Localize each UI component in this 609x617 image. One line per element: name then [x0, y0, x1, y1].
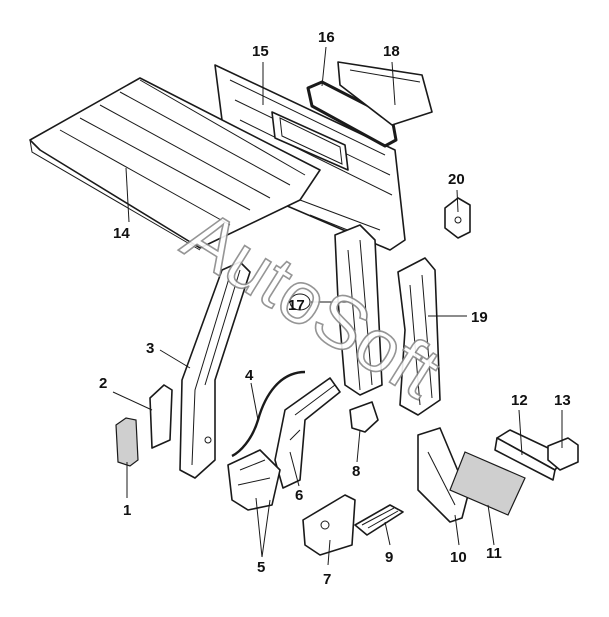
- bracket: [444, 197, 471, 239]
- callout-12: 12: [511, 392, 528, 409]
- callout-17: 17: [288, 297, 305, 314]
- callout-3: 3: [146, 340, 154, 357]
- mounting-plate: [449, 451, 526, 516]
- corner-bracket: [417, 427, 469, 523]
- lower-bracket: [227, 449, 281, 511]
- callout-10: 10: [450, 549, 467, 566]
- callout-11: 11: [486, 545, 502, 562]
- wheelhouse-arch: [274, 377, 341, 489]
- leader-lines: [112, 46, 563, 566]
- callouts: 1 2 3 4 5 6 7 8 9 10 11 12 13 14 15 16 1…: [99, 29, 571, 588]
- callout-9: 9: [385, 549, 393, 566]
- callout-4: 4: [245, 367, 254, 384]
- rear-pillar: [289, 224, 383, 396]
- callout-5: 5: [257, 559, 265, 576]
- trim-panel: [149, 384, 173, 449]
- end-block: [547, 437, 579, 471]
- callout-15: 15: [252, 43, 269, 60]
- rear-glass: [337, 61, 433, 126]
- callout-18: 18: [383, 43, 400, 60]
- callout-7: 7: [323, 571, 331, 588]
- callout-14: 14: [113, 225, 130, 242]
- callout-1: 1: [123, 502, 131, 519]
- roof-panel: [29, 77, 321, 251]
- callout-16: 16: [318, 29, 335, 46]
- floor-panel: [302, 494, 356, 556]
- callout-2: 2: [99, 375, 107, 392]
- callout-8: 8: [352, 463, 360, 480]
- cover-plate: [115, 417, 139, 467]
- small-bracket: [349, 401, 379, 433]
- side-pillar: [397, 257, 441, 416]
- step-plate: [354, 504, 404, 536]
- callout-13: 13: [554, 392, 571, 409]
- center-pillar: [179, 261, 251, 479]
- callout-6: 6: [295, 487, 303, 504]
- callout-20: 20: [448, 171, 465, 188]
- callout-19: 19: [471, 309, 488, 326]
